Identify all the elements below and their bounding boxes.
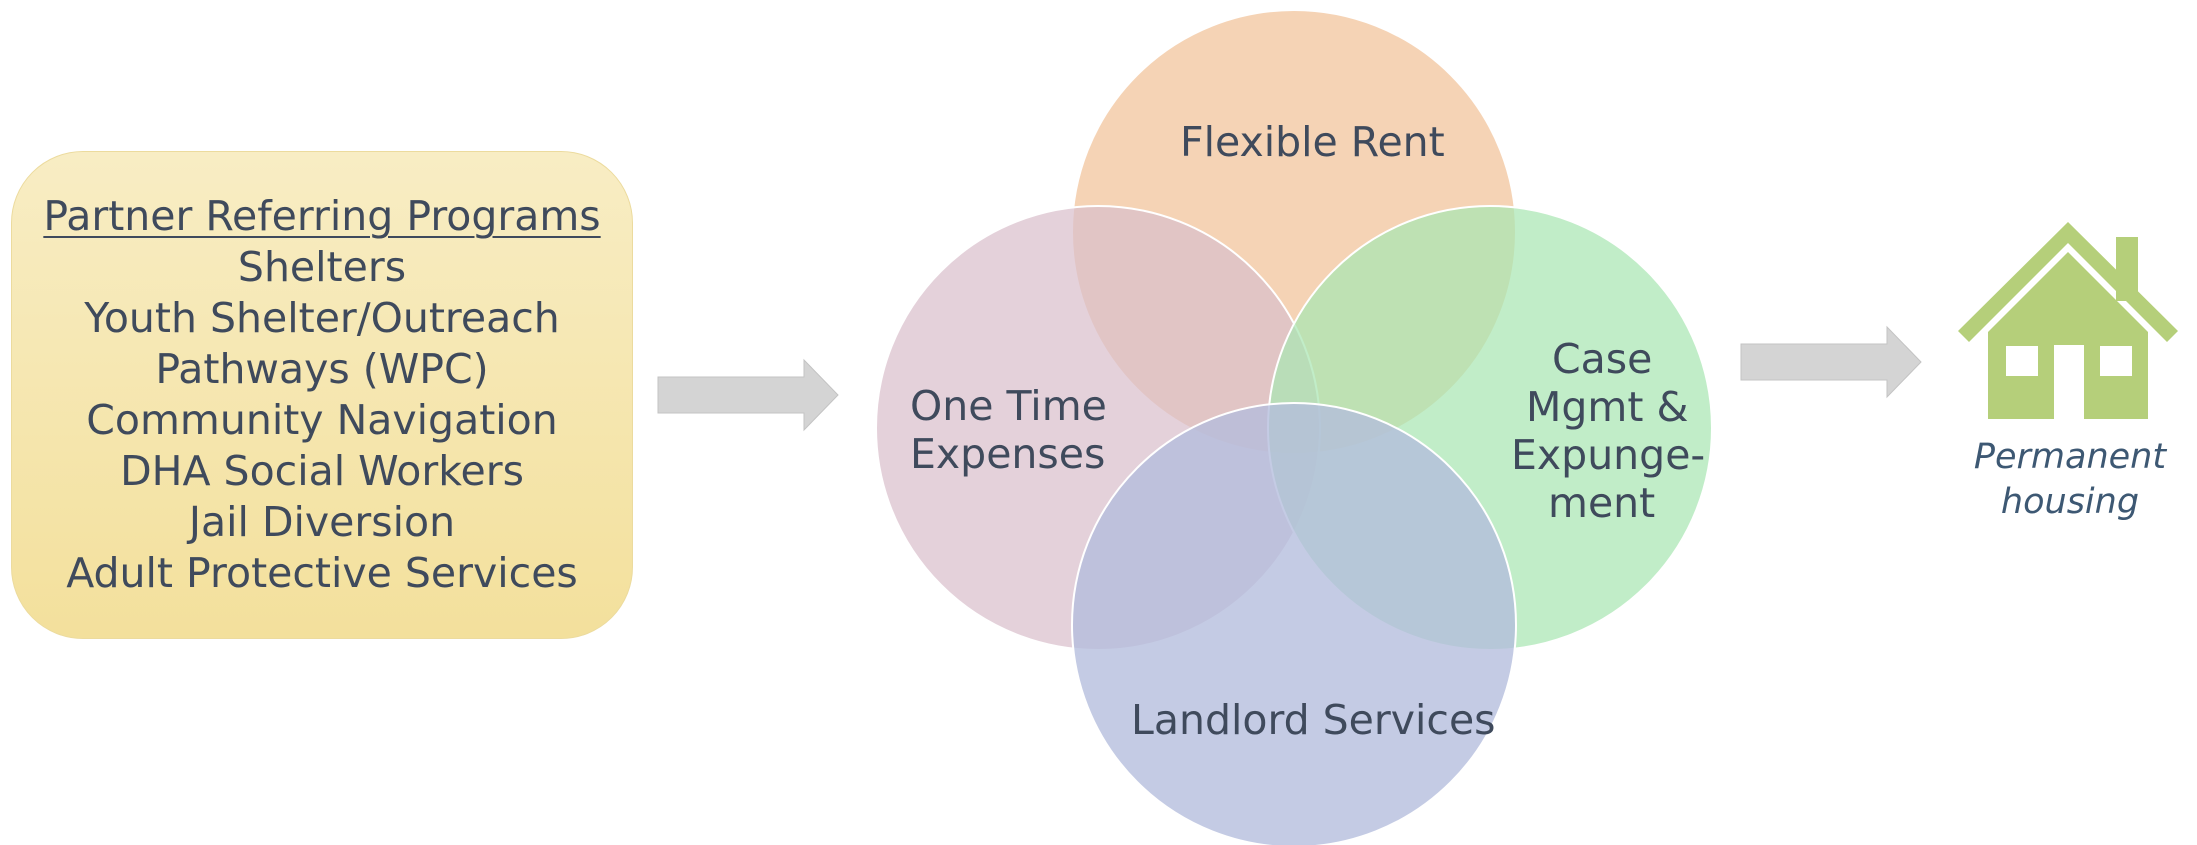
right-arrow-icon: [657, 358, 839, 432]
house-icon: [1958, 222, 2178, 419]
caption-line1: Permanent: [1973, 437, 2167, 477]
partner-programs-title: Partner Referring Programs: [43, 192, 601, 240]
services-venn-diagram: Flexible Rent One Time Expenses Case Mgm…: [860, 0, 1740, 845]
case-management-label-line2: Mgmt &: [1526, 383, 1689, 431]
partner-item-jail-diversion: Jail Diversion: [188, 498, 456, 546]
partner-programs-box: Partner Referring Programs Shelters Yout…: [11, 151, 633, 639]
partner-item-pathways: Pathways (WPC): [155, 345, 489, 393]
partner-item-adult-protective-services: Adult Protective Services: [66, 549, 578, 597]
landlord-services-circle: [1071, 402, 1517, 845]
landlord-services-label: Landlord Services: [1131, 696, 1496, 744]
one-time-expenses-label-line2: Expenses: [910, 430, 1106, 478]
flexible-rent-label: Flexible Rent: [1180, 118, 1445, 166]
case-management-label-line1: Case: [1552, 335, 1653, 383]
case-management-label-line4: ment: [1548, 479, 1656, 527]
partner-item-community-navigation: Community Navigation: [86, 396, 558, 444]
right-arrow-icon: [1740, 325, 1922, 399]
partner-item-dha-social-workers: DHA Social Workers: [120, 447, 524, 495]
caption-line2: housing: [2000, 482, 2140, 522]
permanent-housing-caption: Permanent housing: [1950, 435, 2190, 525]
case-management-label-line3: Expunge-: [1511, 431, 1706, 479]
partner-item-youth-shelter: Youth Shelter/Outreach: [84, 294, 560, 342]
one-time-expenses-label-line1: One Time: [910, 382, 1107, 430]
partner-item-shelters: Shelters: [237, 243, 407, 291]
